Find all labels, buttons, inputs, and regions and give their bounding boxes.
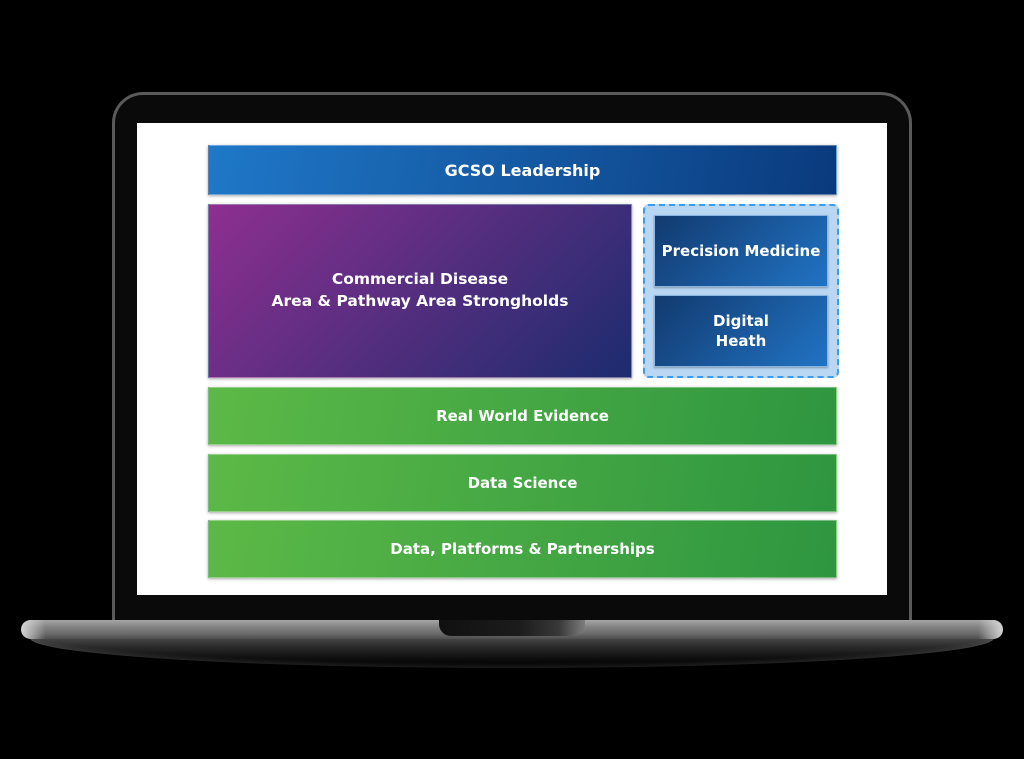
label-line-2: Area & Pathway Area Strongholds — [271, 292, 569, 310]
block-data-platforms-partnerships-label: Data, Platforms & Partnerships — [390, 540, 655, 558]
block-real-world-evidence: Real World Evidence — [208, 387, 837, 445]
block-precision-medicine: Precision Medicine — [654, 215, 828, 287]
block-digital-health: Digital Heath — [654, 295, 828, 367]
label-line-1: Commercial Disease — [331, 270, 509, 289]
label-line-1: Digital — [713, 311, 769, 330]
laptop-screen-bezel: GCSO Leadership Commercial Disease Area … — [115, 95, 909, 623]
block-data-science: Data Science — [208, 454, 837, 512]
side-panel-dashed-group: Precision Medicine Digital Heath — [643, 204, 839, 378]
laptop-base-underside — [30, 638, 994, 668]
block-real-world-evidence-label: Real World Evidence — [436, 407, 609, 425]
laptop-base — [21, 620, 1003, 639]
block-precision-medicine-label: Precision Medicine — [661, 241, 821, 260]
block-data-platforms-partnerships: Data, Platforms & Partnerships — [208, 520, 837, 578]
block-gcso-leadership: GCSO Leadership — [208, 145, 837, 195]
block-data-science-label: Data Science — [467, 474, 578, 492]
block-digital-health-label: Digital Heath — [713, 311, 769, 352]
block-gcso-leadership-label: GCSO Leadership — [444, 160, 601, 180]
laptop-base-notch — [439, 620, 585, 636]
block-commercial-disease-strongholds: Commercial Disease Area & Pathway Area S… — [208, 204, 632, 378]
block-commercial-disease-label: Commercial Disease Area & Pathway Area S… — [272, 269, 569, 312]
laptop-screen: GCSO Leadership Commercial Disease Area … — [137, 123, 887, 595]
label-line-2: Heath — [715, 332, 767, 350]
